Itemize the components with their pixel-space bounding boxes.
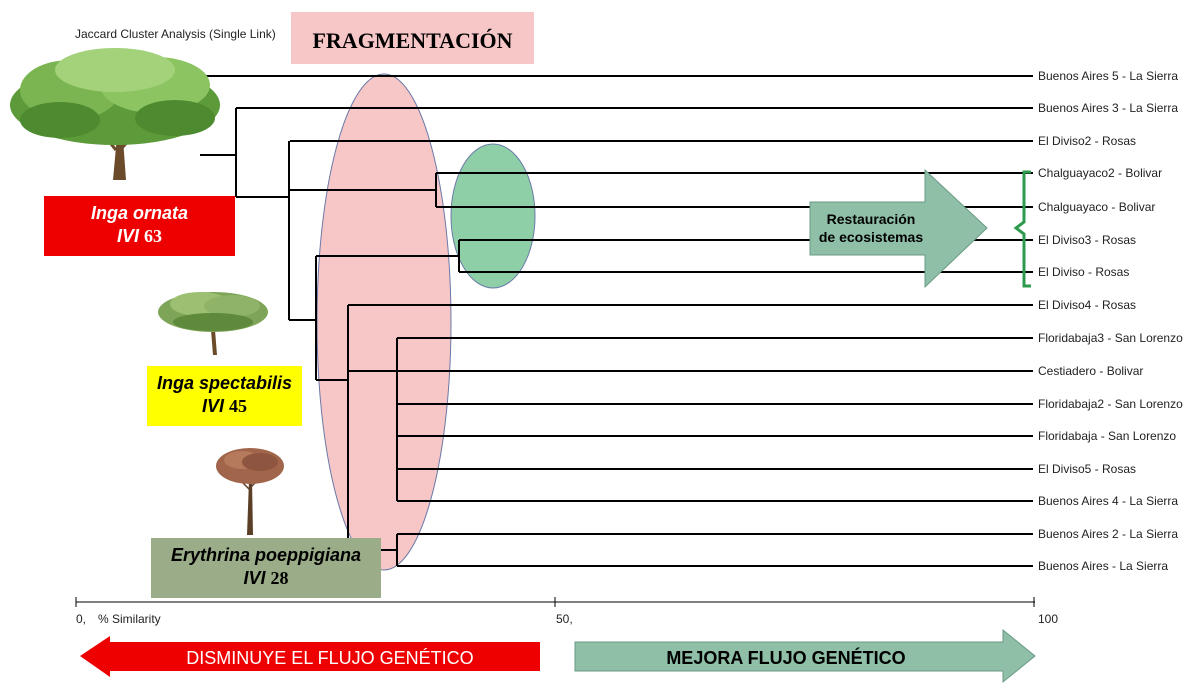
axis-tick-50: 50, [556,612,573,626]
tree-large-icon [10,48,220,180]
axis-label: % Similarity [98,612,161,626]
species-box-erythrina-poeppigiana: Erythrina poeppigiana IVI 28 [151,538,381,598]
restoration-label-line2: de ecosistemas [818,229,924,246]
ivi-tag: IVI [201,395,224,416]
leaf-label: El Diviso5 - Rosas [1038,462,1137,476]
fragmentation-ellipse [316,73,452,571]
tree-bare-icon [216,448,284,535]
decrease-flow-label: DISMINUYE EL FLUJO GENÉTICO [186,648,474,668]
cluster-ellipse [450,143,536,289]
restoration-label: Restauración de ecosistemas [812,210,930,246]
species-name: Inga ornata [90,203,188,223]
leaf-label: Chalguayaco - Bolivar [1038,200,1156,214]
leaf-label: Chalguayaco2 - Bolivar [1038,166,1163,180]
leaf-label: Buenos Aires 5 - La Sierra [1038,69,1179,83]
leaf-label: El Diviso2 - Rosas [1038,134,1137,148]
fragmentation-label: FRAGMENTACIÓN [312,28,513,53]
leaf-label: Floridabaja - San Lorenzo [1038,429,1177,443]
increase-flow-label: MEJORA FLUJO GENÉTICO [666,648,906,668]
decrease-flow-arrow [80,636,540,677]
ivi-row: IVI 45 [147,395,302,418]
group-bracket [1013,170,1031,288]
axis-tick-0: 0, [76,612,87,626]
ivi-row: IVI 28 [151,567,381,590]
ivi-value: 63 [144,225,163,246]
restoration-label-line1: Restauración [826,211,916,227]
leaf-label: Buenos Aires 2 - La Sierra [1038,527,1179,541]
leaf-label: Floridabaja3 - San Lorenzo [1038,331,1183,345]
fragmentation-box [291,12,534,64]
leaf-label: El Diviso3 - Rosas [1038,233,1137,247]
increase-flow-arrow [574,628,1036,684]
leaf-label: El Diviso - Rosas [1038,265,1130,279]
axis-tick-100: 100 [1038,612,1059,626]
leaf-label: Floridabaja2 - San Lorenzo [1038,397,1183,411]
leaf-label: Buenos Aires 4 - La Sierra [1038,494,1179,508]
chart-title: Jaccard Cluster Analysis (Single Link) [75,27,276,41]
species-box-inga-spectabilis: Inga spectabilis IVI 45 [147,366,302,426]
species-box-inga-ornata: Inga ornata IVI 63 [44,196,235,256]
leaf-label: El Diviso4 - Rosas [1038,298,1137,312]
ivi-tag: IVI [243,567,266,588]
ivi-value: 45 [229,395,248,416]
tree-acacia-icon [158,292,268,355]
leaf-label: Buenos Aires 3 - La Sierra [1038,101,1179,115]
species-name: Inga spectabilis [156,373,293,393]
restoration-arrow [809,168,988,289]
ivi-row: IVI 63 [44,225,235,248]
ivi-tag: IVI [116,225,139,246]
species-name: Erythrina poeppigiana [170,545,362,565]
leaf-label: Cestiadero - Bolivar [1038,364,1144,378]
leaf-label: Buenos Aires - La Sierra [1038,559,1169,573]
ivi-value: 28 [270,567,289,588]
x-axis [75,597,1035,607]
dendrogram-lines [140,75,1033,567]
